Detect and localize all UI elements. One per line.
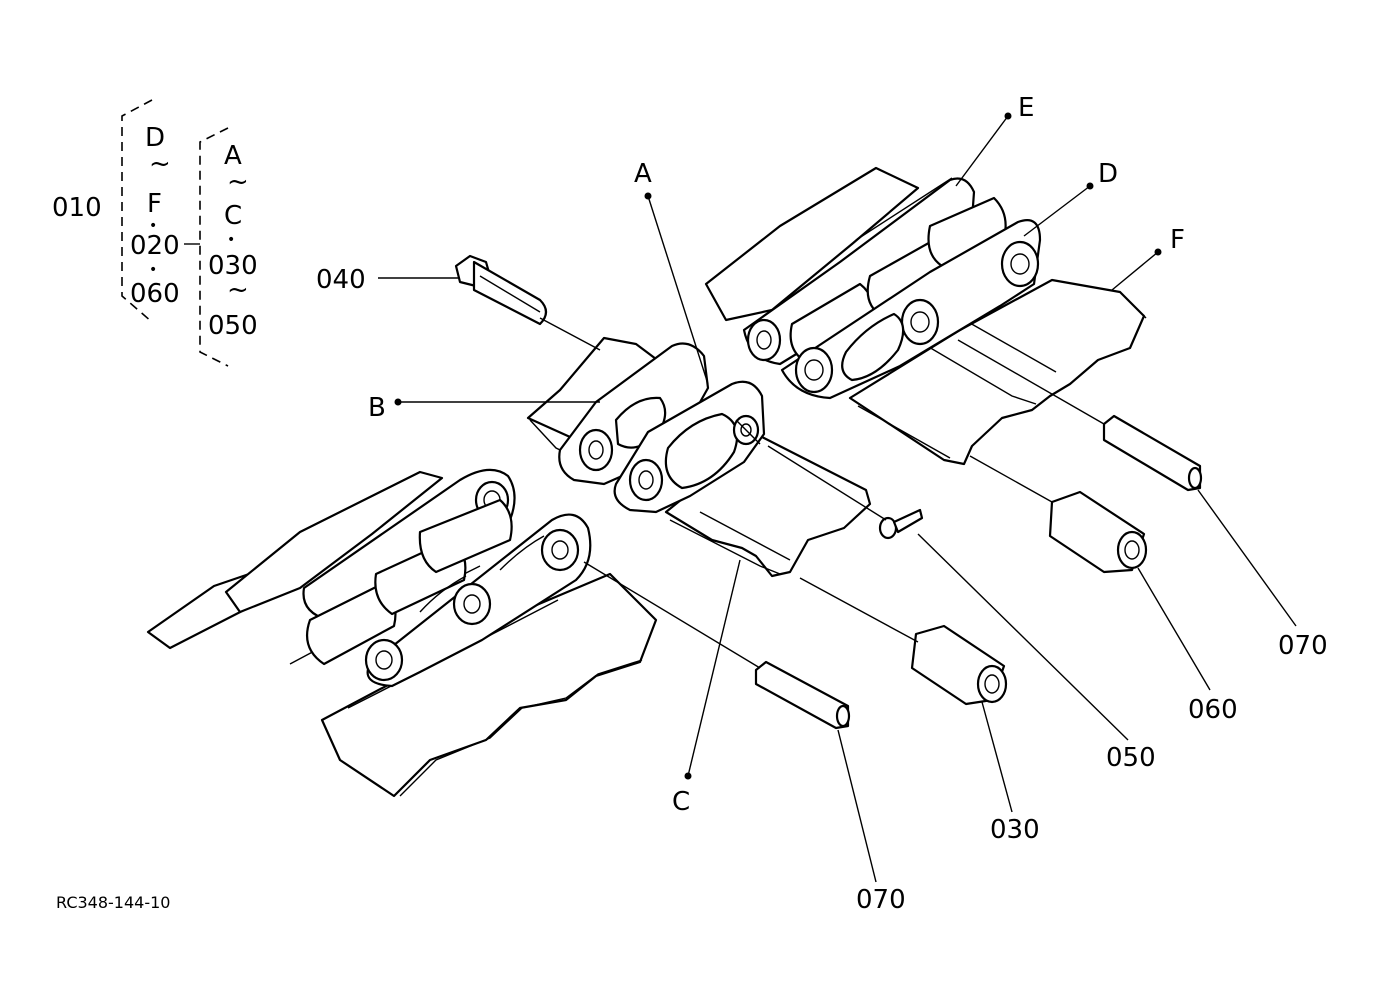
label-C: C [672, 787, 690, 817]
label-B: B [368, 393, 386, 423]
outer-bracket [121, 99, 153, 323]
center-track-section [526, 336, 872, 578]
right-track-chain [704, 166, 1147, 466]
label-070-back: 070 [1278, 631, 1328, 661]
reference-bracket: 010 D ~ F • 020 • 060 A ~ C • 030 ~ 050 [52, 99, 258, 367]
loose-parts [454, 254, 1203, 730]
range-start-D: D [145, 123, 165, 153]
label-040: 040 [316, 265, 366, 295]
ref-020: 020 [130, 231, 180, 261]
separator-dot-3: • [227, 232, 235, 248]
ref-060: 060 [130, 279, 180, 309]
ref-030: 030 [208, 251, 258, 281]
separator-dot-1: • [149, 218, 157, 234]
ref-050: 050 [208, 311, 258, 341]
assembly-axis-lines [539, 317, 1105, 669]
label-050: 050 [1106, 743, 1156, 773]
label-E: E [1018, 93, 1034, 123]
range-tilde-3: ~ [227, 275, 249, 305]
separator-dot-2: • [149, 262, 157, 278]
left-track-chain [146, 468, 658, 798]
inner-bracket [199, 127, 229, 367]
callout-labels: 040 B A C E D F 070 030 050 060 070 [316, 93, 1328, 915]
drawing-code: RC348-144-10 [56, 893, 170, 912]
label-030: 030 [990, 815, 1040, 845]
range-start-A: A [224, 141, 242, 171]
assembly-ref-010: 010 [52, 193, 102, 223]
label-A: A [634, 159, 652, 189]
label-060: 060 [1188, 695, 1238, 725]
label-070-front: 070 [856, 885, 906, 915]
range-end-C: C [224, 201, 242, 231]
range-end-F: F [147, 189, 162, 219]
label-D: D [1098, 159, 1118, 189]
label-F: F [1170, 225, 1185, 255]
callout-leaders [378, 112, 1297, 883]
range-tilde-1: ~ [149, 149, 171, 179]
range-tilde-2: ~ [227, 167, 249, 197]
